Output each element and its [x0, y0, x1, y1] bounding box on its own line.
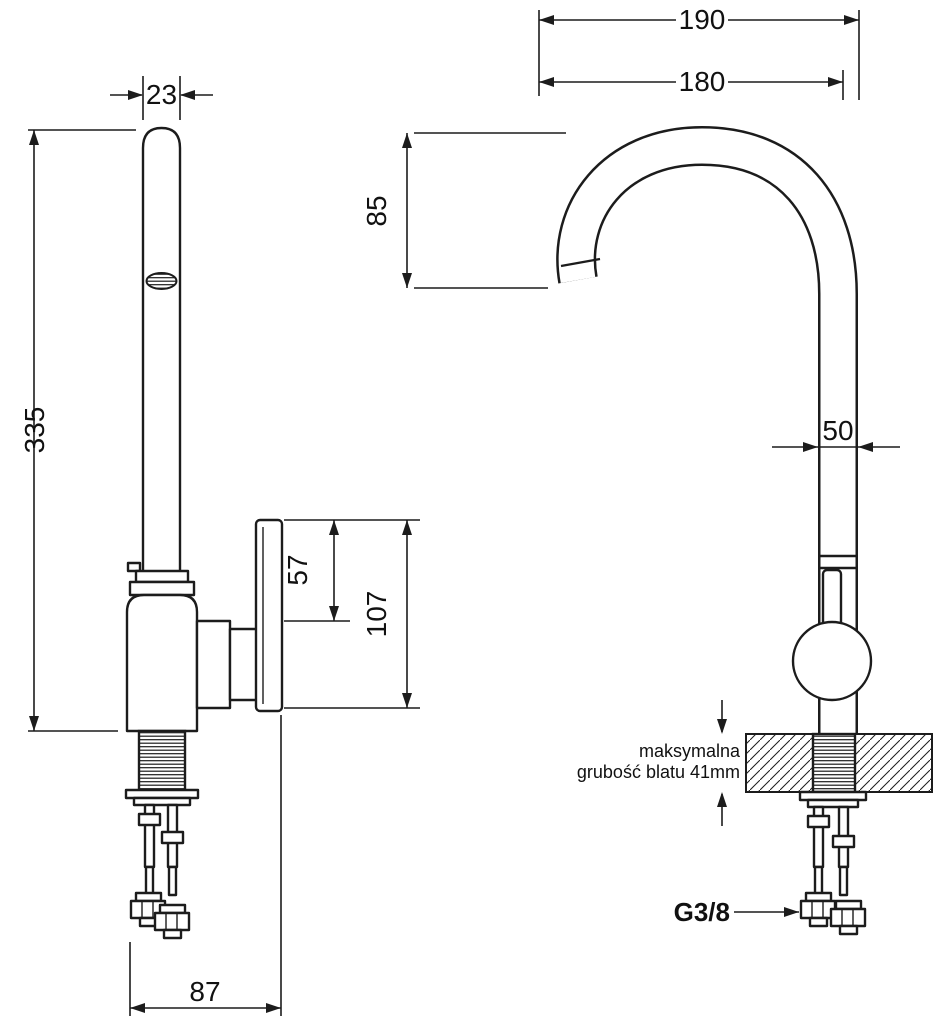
thread-callout: G3/8: [674, 897, 799, 927]
dim-reach-outer-label: 190: [679, 4, 726, 35]
threaded-shank-side: [137, 729, 187, 792]
dim-reach-inner-label: 180: [679, 66, 726, 97]
dim-spout-drop-label: 85: [361, 195, 392, 226]
mounting-nut: [137, 812, 162, 827]
dimension-base-width: 87: [129, 715, 282, 1016]
dimension-body-height: 107: [284, 520, 420, 709]
dimension-spout-drop: 85: [361, 132, 566, 289]
mounting-nut: [806, 814, 831, 829]
faucet-body-side: [125, 518, 284, 733]
mounting-nut: [160, 830, 185, 845]
dimension-handle-top-height: 57: [282, 519, 420, 622]
dimension-reach-inner: 180: [539, 66, 844, 100]
dimension-body-width: 50: [772, 415, 900, 452]
faucet-body-front: [791, 554, 873, 702]
hose-fitting: [829, 899, 867, 936]
dim-spout-width-label: 23: [146, 79, 177, 110]
aerator-front: [560, 257, 601, 268]
gooseneck-spout: [556, 125, 858, 734]
spout-tube-side: [141, 126, 182, 575]
threaded-shank-front: [811, 732, 857, 794]
dim-body-height-label: 107: [361, 591, 392, 638]
dim-base-width-label: 87: [189, 976, 220, 1007]
countertop-section: maksymalna grubość blatu 41mm: [577, 700, 933, 826]
hose-fitting-g38: [799, 891, 837, 928]
dimension-reach-outer: 190: [538, 4, 860, 100]
mounting-hardware-left: [124, 729, 200, 940]
dim-total-height-label: 335: [19, 407, 50, 454]
hose-fitting: [153, 903, 191, 940]
dim-body-width-label: 50: [822, 415, 853, 446]
dim-handle-top-height-label: 57: [282, 554, 313, 585]
ball-joint: [791, 620, 873, 702]
mounting-nut: [831, 834, 856, 849]
dimension-spout-width: 23: [110, 76, 213, 120]
countertop-note-line1: maksymalna: [639, 741, 741, 761]
thread-size-label: G3/8: [674, 897, 730, 927]
left-view: 23 335 57 107: [19, 76, 420, 1016]
handle-lever-side: [254, 518, 284, 713]
countertop-note-line2: grubość blatu 41mm: [577, 762, 740, 782]
mounting-hardware-right: [798, 790, 868, 936]
dimension-total-height: 335: [19, 129, 136, 732]
right-view: maksymalna grubość blatu 41mm: [361, 4, 933, 936]
aerator-side: [145, 272, 178, 290]
